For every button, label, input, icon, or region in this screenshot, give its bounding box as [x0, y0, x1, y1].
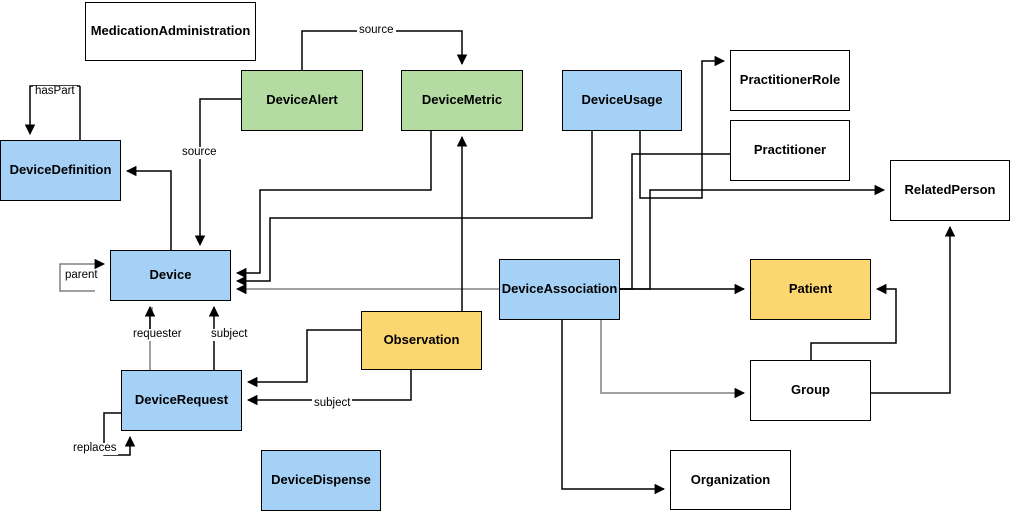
- edge-label-source-alert-device: source: [180, 146, 219, 159]
- node-practitioner-role[interactable]: PractitionerRole: [730, 50, 850, 111]
- edge-label-source-alert-metric: source: [357, 24, 396, 37]
- node-device-metric[interactable]: DeviceMetric: [401, 70, 523, 131]
- node-label: DeviceRequest: [134, 392, 229, 408]
- node-label: RelatedPerson: [904, 182, 996, 198]
- connector-alert-source-device: [194, 98, 241, 247]
- connector-device-to-device-definition: [125, 165, 172, 250]
- node-medication-administration[interactable]: MedicationAdministration: [85, 2, 256, 61]
- node-label: PractitionerRole: [739, 72, 841, 88]
- node-label: DeviceMetric: [421, 92, 503, 108]
- connector-observation-subject-device-request: [246, 370, 412, 406]
- connector-alert-source-metric: [301, 30, 468, 70]
- node-label: Practitioner: [753, 142, 827, 158]
- node-label: Observation: [383, 332, 460, 348]
- edge-label-subject-device: subject: [209, 328, 250, 341]
- connector-group-to-related-person: [871, 225, 956, 394]
- node-group[interactable]: Group: [750, 360, 871, 421]
- node-related-person[interactable]: RelatedPerson: [890, 160, 1010, 221]
- node-organization[interactable]: Organization: [670, 450, 791, 510]
- node-device-dispense[interactable]: DeviceDispense: [261, 450, 381, 511]
- node-label: Patient: [788, 281, 833, 297]
- node-label: DeviceUsage: [581, 92, 663, 108]
- edge-label-requester: requester: [131, 328, 184, 341]
- node-label: Device: [149, 267, 192, 283]
- connector-association-to-organization: [561, 320, 666, 495]
- node-device-request[interactable]: DeviceRequest: [121, 370, 242, 431]
- node-device-alert[interactable]: DeviceAlert: [241, 70, 363, 131]
- edge-label-parent: parent: [63, 269, 100, 282]
- node-patient[interactable]: Patient: [750, 259, 871, 320]
- node-practitioner[interactable]: Practitioner: [730, 120, 850, 181]
- node-device[interactable]: Device: [110, 250, 231, 301]
- node-label: Group: [791, 382, 830, 398]
- node-label: DeviceAlert: [266, 92, 338, 108]
- node-observation[interactable]: Observation: [361, 311, 482, 370]
- connector-metric-to-device: [235, 131, 432, 279]
- edge-label-subject-request: subject: [312, 397, 353, 410]
- node-label: MedicationAdministration: [90, 23, 251, 39]
- node-label: DeviceAssociation: [501, 281, 618, 297]
- connector-association-to-group: [600, 320, 746, 399]
- connector-observation-to-device-request: [246, 329, 361, 388]
- node-label: Organization: [690, 471, 771, 487]
- node-label: DeviceDefinition: [9, 162, 112, 178]
- edge-label-has-part: hasPart: [33, 85, 77, 98]
- node-device-definition[interactable]: DeviceDefinition: [0, 140, 121, 201]
- connector-association-to-practitioner: [620, 153, 730, 290]
- node-device-association[interactable]: DeviceAssociation: [499, 259, 620, 320]
- node-label: DeviceDispense: [271, 472, 371, 488]
- edge-label-replaces: replaces: [71, 442, 119, 455]
- node-device-usage[interactable]: DeviceUsage: [562, 70, 682, 131]
